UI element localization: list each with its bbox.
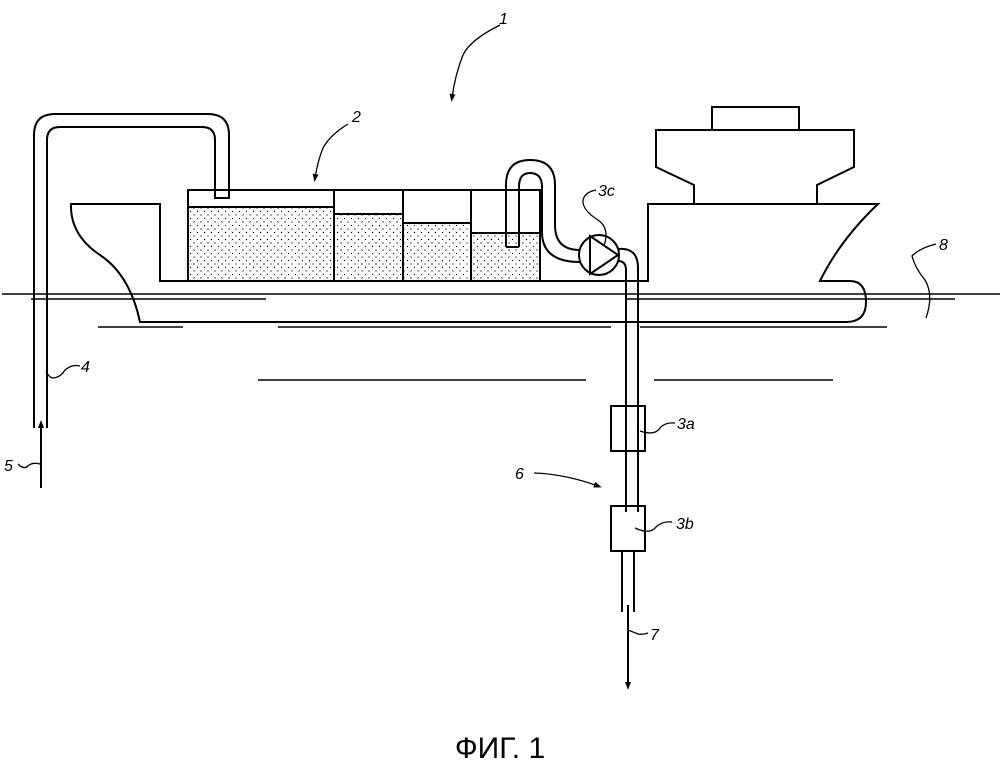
filter-3b [610, 505, 646, 552]
leader-3c [582, 189, 607, 247]
leader-3b [634, 521, 673, 532]
label-4: 4 [81, 359, 90, 376]
leader-5 [17, 462, 41, 469]
label-6: 6 [515, 466, 524, 483]
discharge-pipe [610, 247, 646, 690]
leader-lines [17, 24, 937, 635]
intake-pipe [33, 113, 230, 488]
label-1: 1 [499, 11, 508, 28]
bridge-house [655, 129, 855, 205]
leader-7 [627, 629, 649, 635]
bridge-top [711, 106, 800, 131]
label-2: 2 [351, 109, 361, 126]
ship-hull [69, 203, 881, 323]
filter-3a [610, 405, 646, 452]
leader-4 [45, 364, 81, 379]
leader-6 [533, 472, 602, 488]
leader-1 [449, 24, 501, 102]
label-3a: 3a [677, 416, 695, 433]
tank-2-fill [335, 214, 402, 280]
label-3c: 3c [598, 183, 615, 200]
leader-2 [312, 123, 349, 182]
tank-1-fill [189, 207, 333, 280]
figure-caption: ФИГ. 1 [455, 732, 545, 765]
label-8: 8 [939, 237, 948, 254]
label-7: 7 [650, 627, 660, 644]
storage-tanks [187, 189, 541, 282]
label-3b: 3b [676, 516, 694, 533]
tank-3-fill [404, 223, 470, 280]
pump-3c [578, 234, 620, 276]
leader-3a [639, 422, 676, 434]
leader-8 [911, 243, 937, 319]
label-5: 5 [4, 458, 13, 475]
siphon-pipe [505, 158, 581, 263]
water-lines [2, 293, 1000, 381]
bridge-superstructure [655, 106, 855, 205]
reference-labels: 1 2 3c 8 4 5 6 3a 3b 7 [4, 11, 948, 644]
